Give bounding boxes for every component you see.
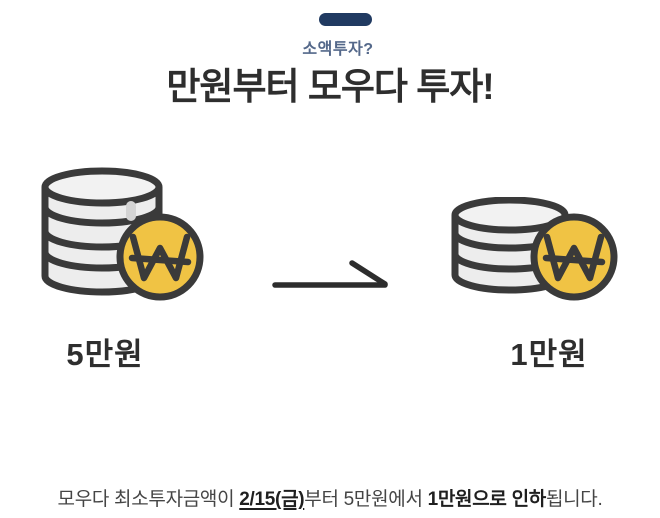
accent-bar [319, 13, 372, 26]
coin-stack-5-icon [41, 167, 204, 301]
won-coin-icon [530, 213, 618, 301]
notice-date: 2/15(금) [239, 489, 305, 510]
won-coin-icon [116, 213, 204, 301]
coin-shade-detail [126, 201, 136, 221]
coin-stack-3-icon [451, 197, 618, 301]
arrow-right-icon [272, 260, 388, 288]
before-amount-label: 5만원 [66, 337, 144, 372]
notice-suffix: 됩니다. [545, 489, 603, 510]
notice-prefix: 모우다 최소투자금액이 [57, 489, 240, 510]
notice-text: 모우다 최소투자금액이 2/15(금)부터 5만원에서 1만원으로 인하됩니다. [0, 484, 660, 511]
eyebrow-text: 소액투자? [302, 41, 374, 58]
notice-middle: 부터 5만원에서 [304, 489, 428, 510]
after-amount-label: 1만원 [510, 337, 588, 372]
notice-emphasis: 1만원으로 인하 [427, 489, 547, 510]
page-title: 만원부터 모우다 투자! [166, 66, 494, 107]
